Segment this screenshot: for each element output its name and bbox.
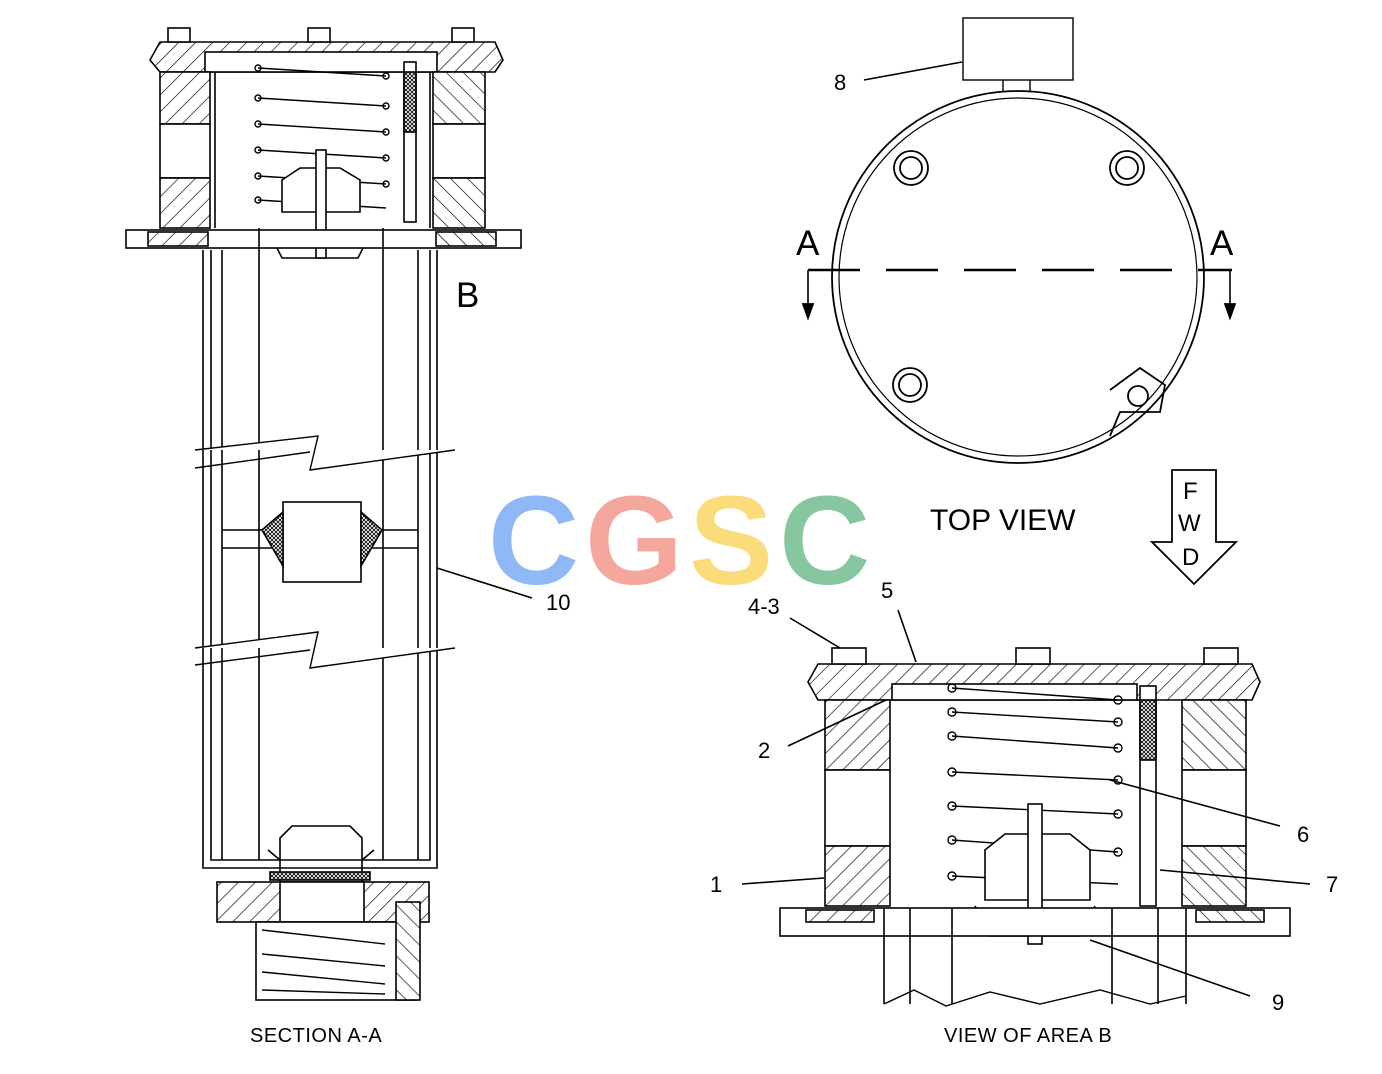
bolt-hole-icon [892,367,928,403]
fwd-arrow-icon [1149,469,1239,586]
callout-9: 9 [1272,990,1285,1015]
area-title: VIEW OF AREA B [944,1025,1113,1047]
section-title: SECTION A-A [250,1025,383,1047]
spring-icon [947,683,1123,885]
section-mark-right: A [1210,224,1234,263]
fwd-letter: W [1178,510,1201,537]
watermark-letter: S [689,470,780,611]
cover-bolt-icon [831,647,1239,665]
callout-5: 5 [881,578,894,603]
callout-6: 6 [1297,822,1310,847]
watermark-logo: CGSC [488,478,876,604]
watermark-letter: C [488,470,585,611]
callout-2: 2 [758,738,771,763]
bolt-hole-icon [1109,150,1145,186]
top-view-title: TOP VIEW [930,504,1076,537]
fwd-letter: F [1183,478,1198,505]
area-b-view [779,647,1291,1007]
callout-leaders [436,61,1311,997]
watermark-letter: C [779,470,877,611]
part-8-box [962,17,1074,81]
callout-4-3: 4-3 [748,594,780,619]
cover-bolt-icon [167,27,475,43]
area-mark-b: B [456,276,480,315]
callout-1: 1 [710,872,723,897]
callout-8: 8 [834,70,847,95]
callout-7: 7 [1326,872,1339,897]
bolt-hole-icon [893,150,929,186]
watermark-letter: G [585,470,690,611]
callout-10: 10 [546,590,571,615]
fwd-letter: D [1182,544,1200,571]
section-a-a-view [125,27,522,1001]
section-mark-left: A [796,224,820,263]
top-view [801,17,1237,464]
